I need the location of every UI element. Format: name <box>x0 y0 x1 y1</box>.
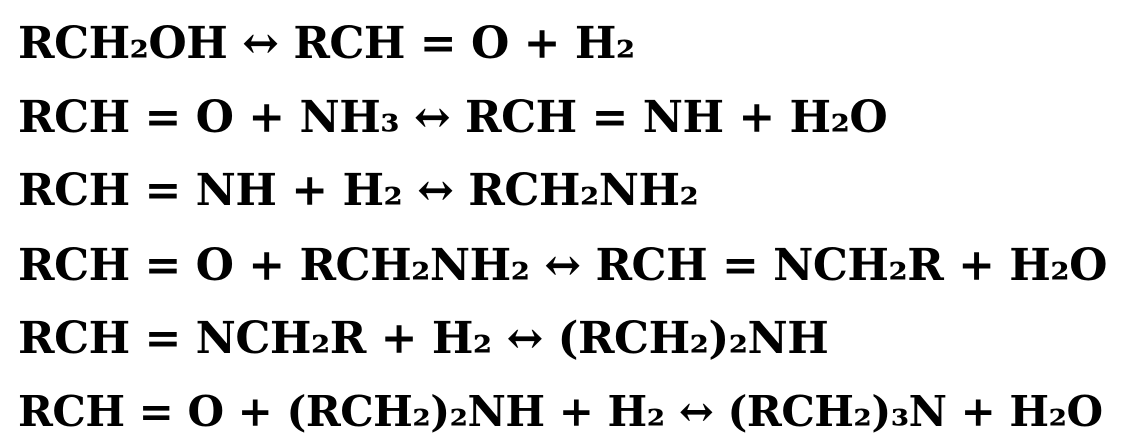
equation-secondary-amine-formation: RCH = NCH₂R + H₂ ↔ (RCH₂)₂NH <box>18 313 829 364</box>
equation-alcohol-dehydrogenation: RCH₂OH ↔ RCH = O + H₂ <box>18 18 635 69</box>
equation-secondary-imine-formation: RCH = O + RCH₂NH₂ ↔ RCH = NCH₂R + H₂O <box>18 240 1107 291</box>
equation-imine-formation: RCH = O + NH₃ ↔ RCH = NH + H₂O <box>18 92 888 143</box>
equation-tertiary-amine-formation: RCH = O + (RCH₂)₂NH + H₂ ↔ (RCH₂)₃N + H₂… <box>18 387 1103 436</box>
reaction-equation-list: RCH₂OH ↔ RCH = O + H₂ RCH = O + NH₃ ↔ RC… <box>18 0 1123 438</box>
equation-primary-amine-formation: RCH = NH + H₂ ↔ RCH₂NH₂ <box>18 165 699 216</box>
